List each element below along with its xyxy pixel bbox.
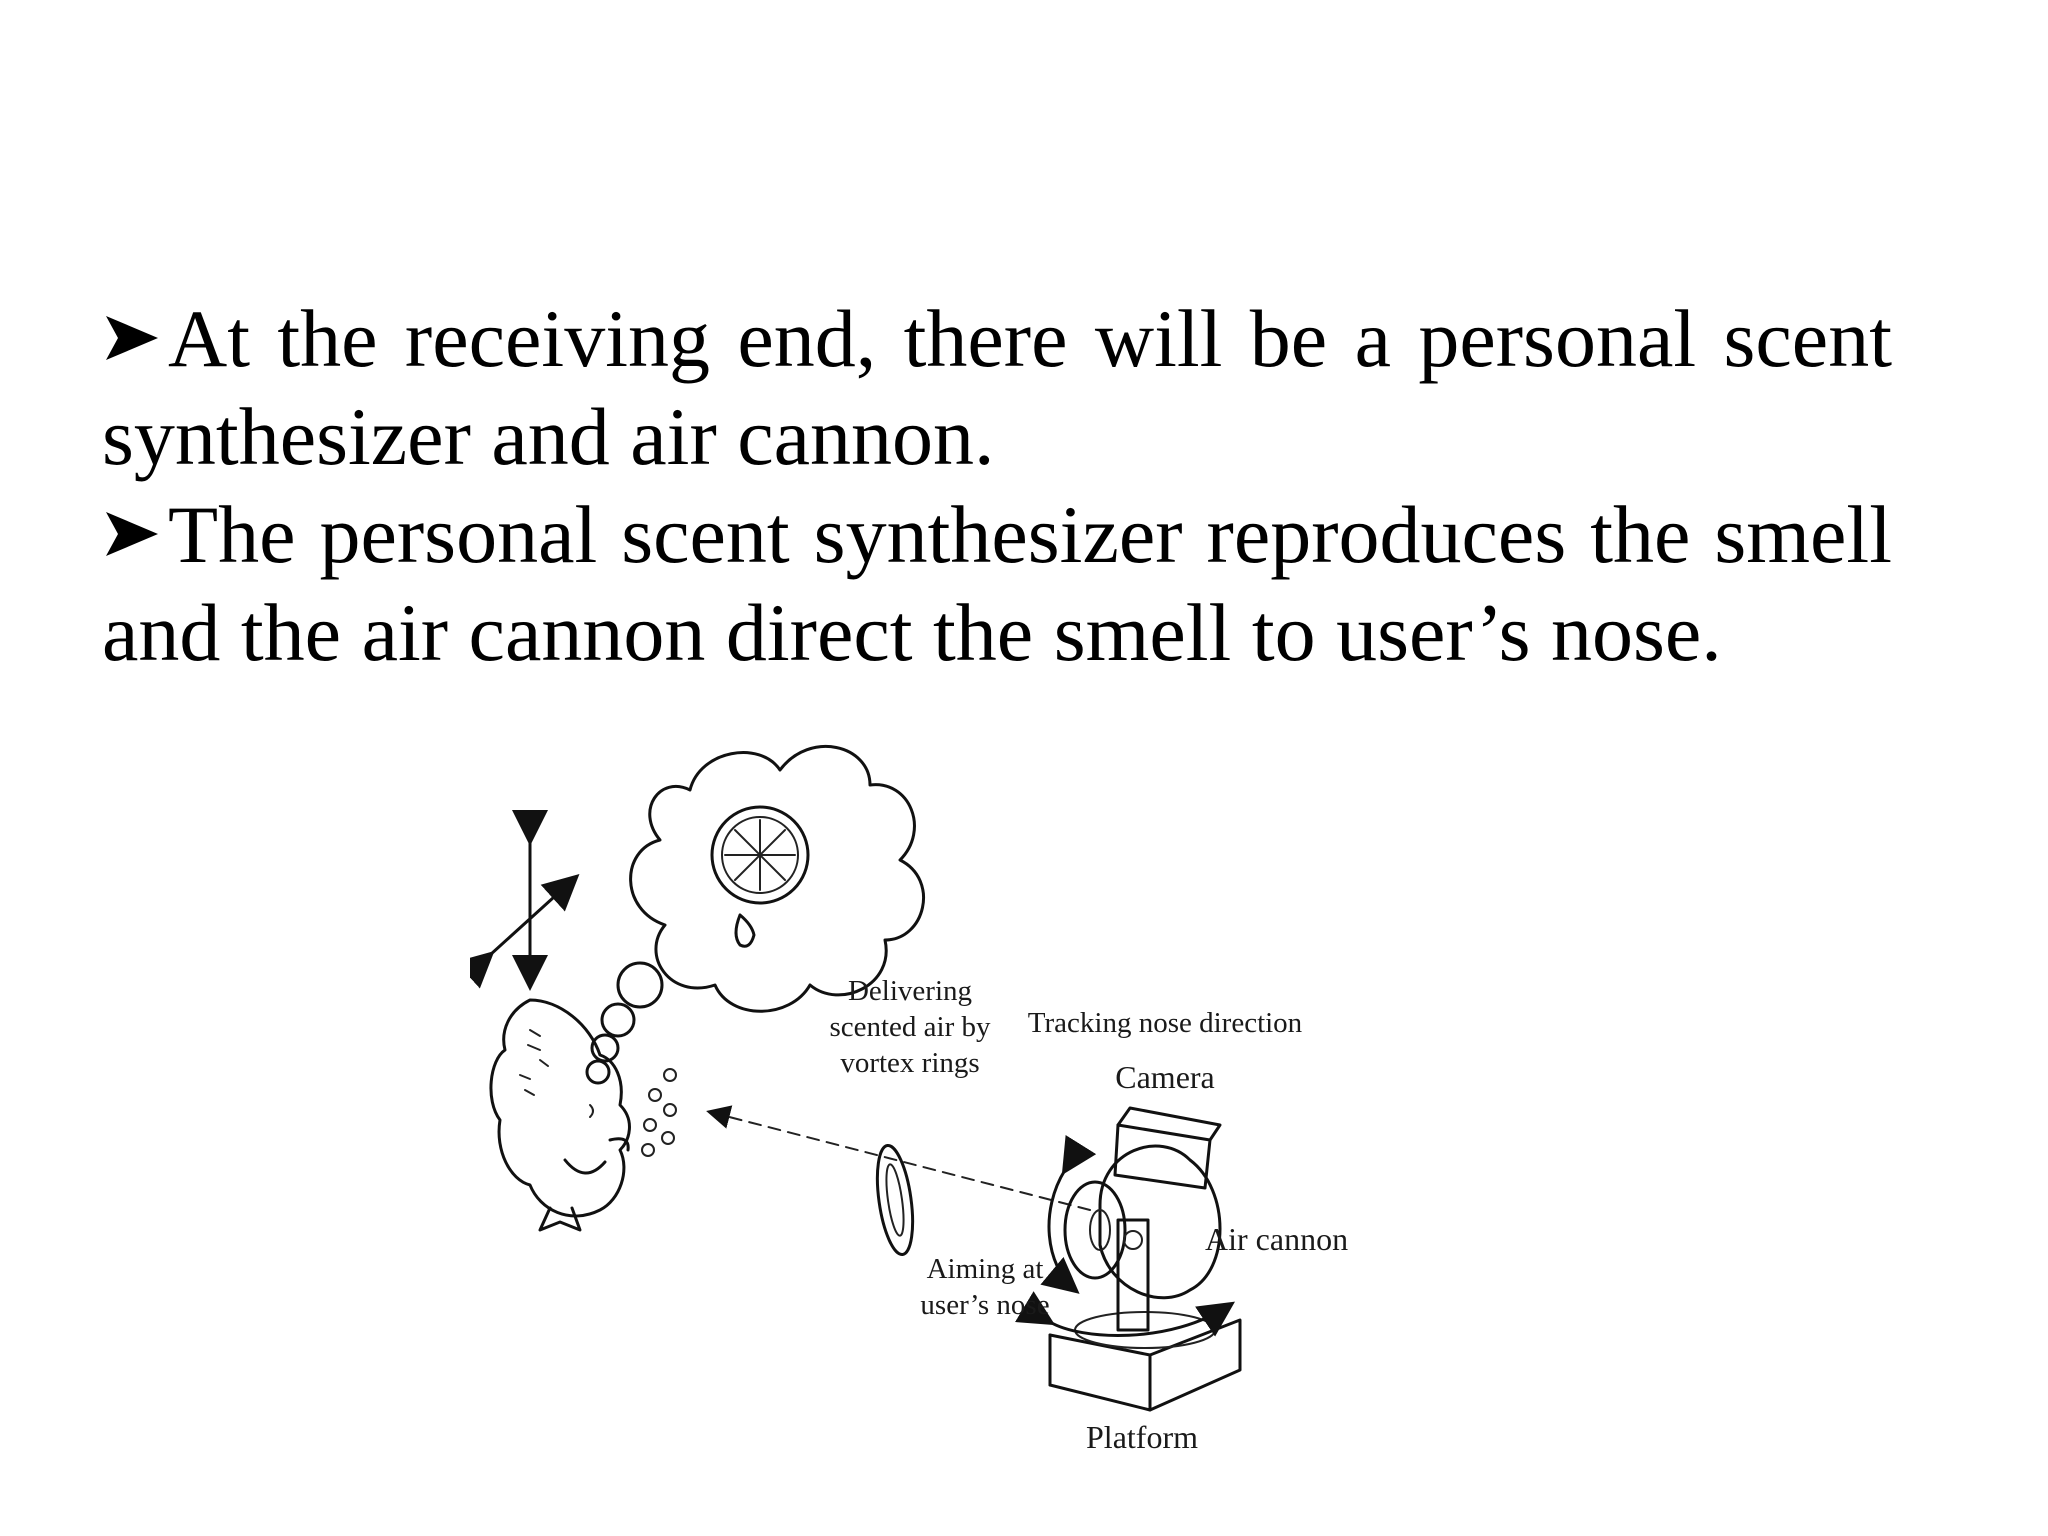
label-delivering-line2: scented air by: [829, 1011, 991, 1043]
label-delivering-line3: vortex rings: [840, 1047, 979, 1079]
label-air-cannon: Air cannon: [1205, 1221, 1348, 1257]
head-motion-arrows-icon: [470, 810, 580, 991]
bullet-item-2: The personal scent synthesizer reproduce…: [102, 486, 1892, 682]
scent-path-arrow: [706, 1105, 1091, 1211]
bullet-text-1: At the receiving end, there will be a pe…: [102, 293, 1892, 482]
arrow-bullet-icon: [102, 486, 168, 584]
scent-delivery-diagram: Delivering scented air by vortex rings T…: [470, 745, 1348, 1450]
bullet-list: At the receiving end, there will be a pe…: [102, 290, 1892, 682]
scent-particles-icon: [641, 1068, 677, 1157]
aiming-arrows-icon: [1015, 1135, 1235, 1337]
vortex-ring-icon: [875, 1143, 915, 1257]
arrow-bullet-icon: [102, 290, 168, 388]
user-head-icon: [489, 998, 631, 1232]
label-tracking: Tracking nose direction: [1028, 1007, 1303, 1039]
label-delivering-line1: Delivering: [848, 975, 972, 1007]
bullet-item-1: At the receiving end, there will be a pe…: [102, 290, 1892, 486]
thought-bubble-icon: [585, 745, 925, 1085]
air-cannon-icon: [1048, 1144, 1242, 1412]
lemon-icon: [710, 805, 810, 948]
label-aiming-line1: Aiming at: [927, 1253, 1044, 1285]
label-camera: Camera: [1115, 1059, 1215, 1095]
label-platform: Platform: [1086, 1419, 1198, 1450]
label-aiming-line2: user’s nose: [920, 1289, 1049, 1321]
camera-icon: [1113, 1106, 1222, 1190]
bullet-text-2: The personal scent synthesizer reproduce…: [102, 489, 1892, 678]
